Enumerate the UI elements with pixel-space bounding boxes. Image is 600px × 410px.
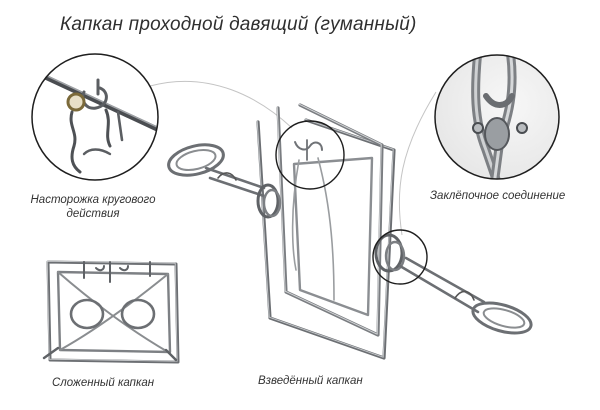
label-armed-trap: Взведённый капкан — [258, 375, 363, 387]
label-rivet: Заклёпочное соединение — [430, 190, 566, 202]
leader-line-rivet — [398, 91, 437, 236]
zoom-marker-rivet — [372, 229, 428, 285]
rivet-detail — [434, 54, 560, 180]
diagram-title: Капкан проходной давящий (гуманный) — [60, 14, 417, 35]
folded-trap — [42, 260, 180, 364]
leader-line-trigger — [149, 80, 293, 129]
zoom-marker-trigger — [275, 120, 345, 190]
armed-trap — [167, 103, 533, 360]
label-trigger: Насторожка кругового действия — [30, 194, 156, 220]
trigger-detail — [31, 53, 159, 181]
label-folded-trap: Сложенный капкан — [52, 377, 155, 389]
